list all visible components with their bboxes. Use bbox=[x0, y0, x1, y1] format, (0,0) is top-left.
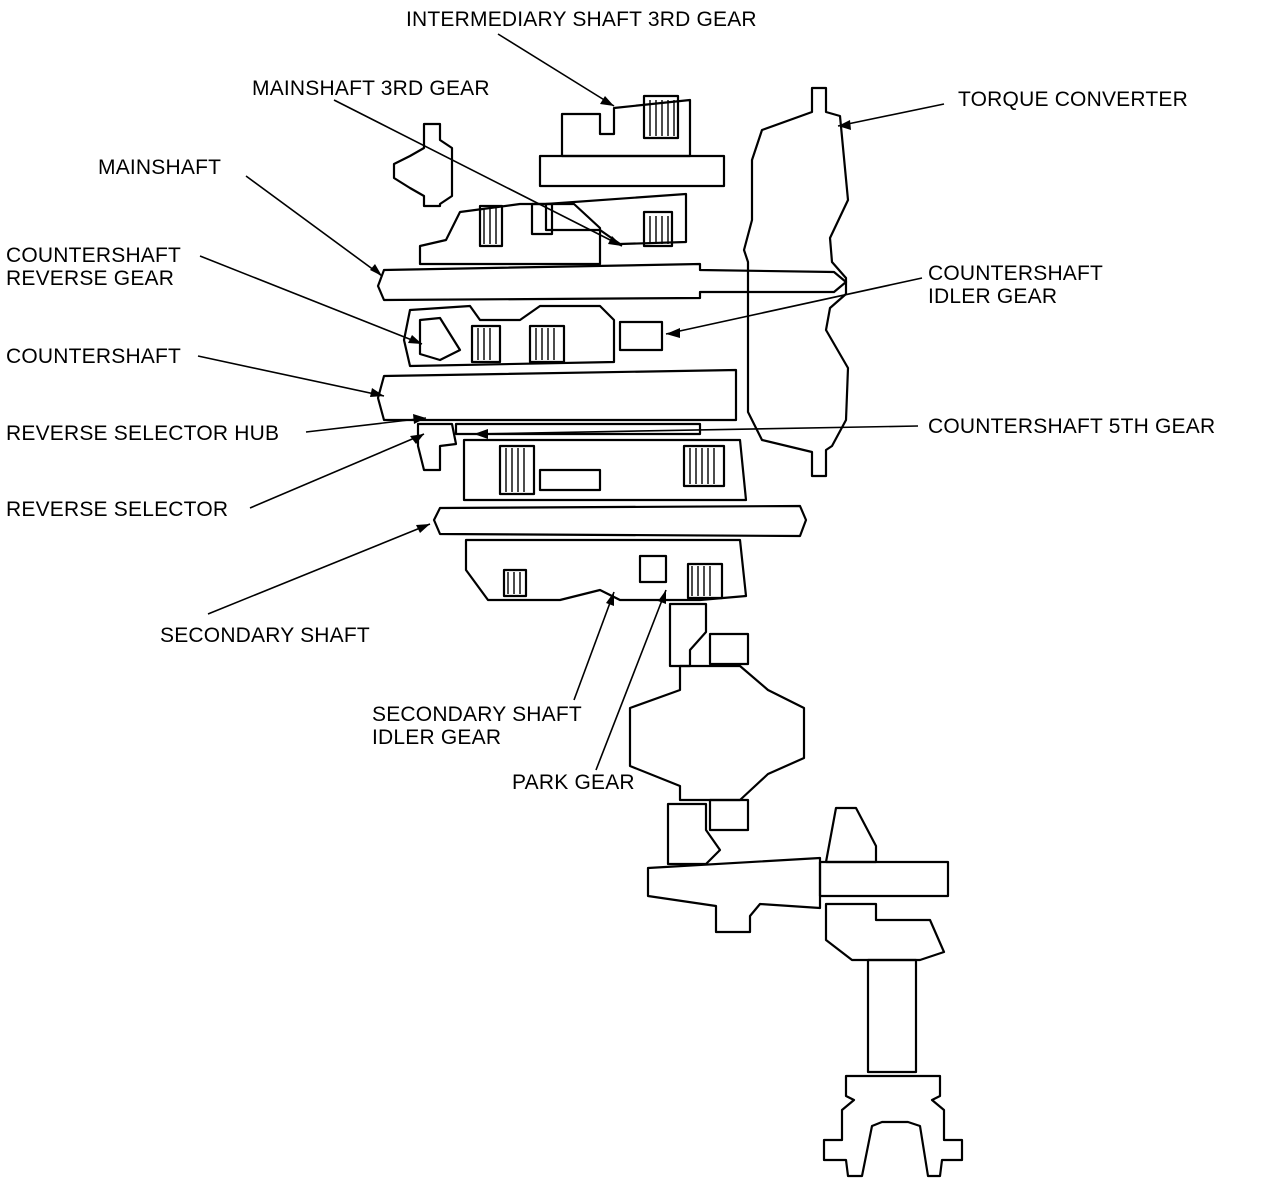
upper-left-gear bbox=[392, 122, 454, 208]
secondary-upper-gears bbox=[462, 438, 748, 502]
label-line: SECONDARY SHAFT bbox=[372, 703, 582, 726]
countershaft-gears bbox=[402, 304, 664, 368]
label-mainshaft-3rd-gear: MAINSHAFT 3RD GEAR bbox=[252, 77, 490, 100]
secondary-lower-gears bbox=[464, 538, 748, 602]
label-countershaft: COUNTERSHAFT bbox=[6, 345, 182, 368]
label-intermediary-shaft-3rd-gear: INTERMEDIARY SHAFT 3RD GEAR bbox=[406, 8, 757, 31]
label-line: IDLER GEAR bbox=[372, 726, 502, 749]
label-line: IDLER GEAR bbox=[928, 285, 1058, 308]
label-countershaft-idler-gear: COUNTERSHAFT IDLER GEAR bbox=[928, 262, 1103, 308]
label-line: COUNTERSHAFT bbox=[928, 262, 1104, 285]
output-pinion-assembly bbox=[818, 806, 964, 1178]
leader-lines bbox=[197, 33, 945, 771]
intermediary-shaft-assembly bbox=[538, 94, 726, 248]
label-torque-converter: TORQUE CONVERTER bbox=[958, 88, 1188, 111]
label-countershaft-reverse-gear: COUNTERSHAFT REVERSE GEAR bbox=[6, 244, 181, 290]
secondary-shaft-body bbox=[432, 504, 808, 538]
label-line: COUNTERSHAFT bbox=[6, 244, 182, 267]
countershaft-body bbox=[376, 368, 738, 422]
label-reverse-selector-hub: REVERSE SELECTOR HUB bbox=[6, 422, 280, 445]
reverse-selector-area bbox=[416, 422, 702, 472]
differential-assembly bbox=[628, 602, 822, 934]
arrowheads bbox=[370, 96, 851, 606]
label-park-gear: PARK GEAR bbox=[512, 771, 635, 794]
label-secondary-shaft-idler-gear: SECONDARY SHAFT IDLER GEAR bbox=[372, 703, 582, 749]
label-secondary-shaft: SECONDARY SHAFT bbox=[160, 624, 370, 647]
label-mainshaft: MAINSHAFT bbox=[98, 156, 222, 179]
label-line: REVERSE GEAR bbox=[6, 267, 175, 290]
label-reverse-selector: REVERSE SELECTOR bbox=[6, 498, 229, 521]
label-countershaft-5th-gear: COUNTERSHAFT 5TH GEAR bbox=[928, 415, 1216, 438]
mainshaft-body bbox=[376, 202, 848, 302]
torque-converter-body bbox=[742, 86, 850, 478]
